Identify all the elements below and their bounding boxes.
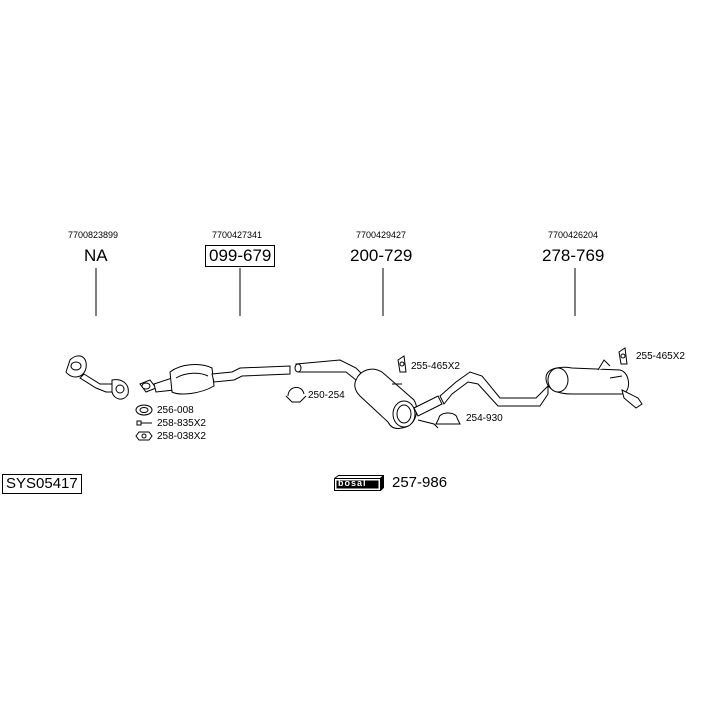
bolt-label[interactable]: 258-835X2 [157,418,206,429]
clamp-mid-label[interactable]: 254-930 [466,413,503,424]
hanger-rear-icon [618,347,628,365]
clamp-mid-icon [435,412,461,425]
hanger-mid-label[interactable]: 255-465X2 [411,361,460,372]
oe-number: 7700427341 [212,230,263,240]
middle-silencer-drawing [294,359,443,429]
system-code: SYS05417 [2,474,82,494]
gasket-icon [135,404,153,416]
bosal-logo-text: bosal [338,478,367,488]
clamp-front-label[interactable]: 250-254 [308,390,345,401]
rear-silencer-drawing [439,359,643,409]
part-number-highlighted[interactable]: 099-679 [205,245,276,267]
oe-number: 7700426204 [548,230,599,240]
clamp-front-icon [285,387,307,403]
hanger-rear-label[interactable]: 255-465X2 [636,351,685,362]
part-number[interactable]: 278-769 [542,246,605,265]
part-number[interactable]: 200-729 [350,246,413,265]
bolt-icon [136,420,152,426]
oe-number: 7700823899 [68,230,119,240]
kit-number[interactable]: 257-986 [392,474,448,491]
part-number[interactable]: NA [84,246,108,265]
bosal-logo: bosal [334,475,384,491]
nut-label[interactable]: 258-038X2 [157,431,206,442]
hanger-mid-icon [397,355,407,373]
catalytic-converter-drawing [139,364,291,395]
nut-icon [135,431,153,441]
gasket-label[interactable]: 256-008 [157,405,194,416]
oe-number: 7700429427 [356,230,407,240]
front-pipe-drawing [65,355,129,400]
